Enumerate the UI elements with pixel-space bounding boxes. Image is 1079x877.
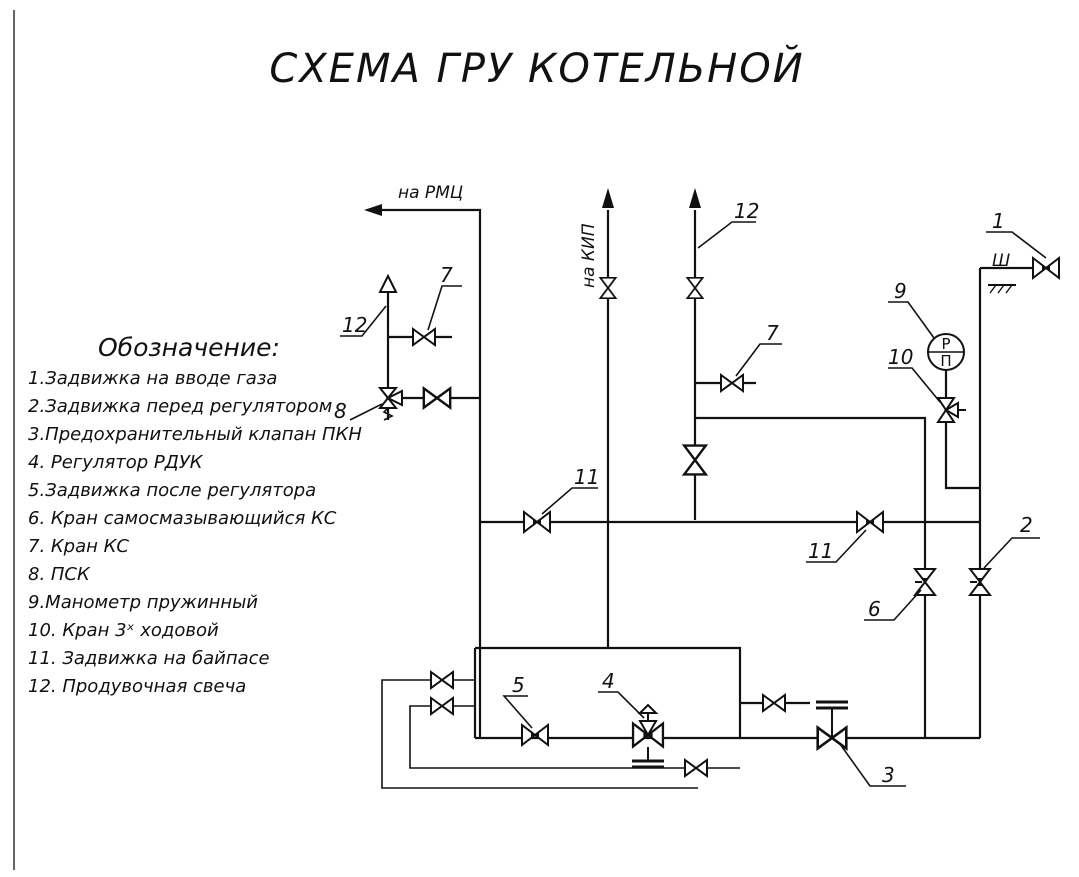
leader-9: [888, 301, 935, 339]
valve-after-regulator-icon: [521, 724, 549, 746]
legend-item-4: 4. Регулятор РДУК: [28, 452, 204, 473]
callout-2: 2: [1020, 513, 1033, 537]
pipe-purge-link: [695, 416, 927, 738]
legend-item-3: 3.Предохранительный клапан ПКН: [28, 424, 362, 445]
kc-valve-7-left-icon: [412, 328, 436, 346]
leader-12b: [340, 305, 387, 337]
valve-before-regulator-icon: [967, 568, 993, 596]
legend: Обозначение: 1.Задвижка на вводе газа 2.…: [28, 333, 362, 697]
legend-item-12: 12. Продувочная свеча: [28, 676, 246, 697]
legend-item-1: 1.Задвижка на вводе газа: [28, 368, 277, 389]
kc-valve-7-right-icon: [720, 374, 744, 392]
valves: Ш: [377, 251, 1060, 777]
labels: на РМЦ на КИП: [398, 183, 599, 288]
bypass-valve-right-icon: [856, 511, 884, 533]
manometer-icon: Р П: [927, 333, 965, 371]
callout-10: 10: [888, 345, 913, 369]
impulse-valve-top-icon: [430, 671, 454, 689]
callout-6: 6: [868, 597, 881, 621]
legend-item-2: 2.Задвижка перед регулятором: [28, 396, 332, 417]
callout-11b: 11: [808, 539, 833, 563]
callout-8: 8: [334, 399, 347, 423]
purge-candle-top-icon: [378, 273, 398, 293]
inlet-valve-icon: [1032, 257, 1060, 279]
callout-1: 1: [992, 209, 1005, 233]
leader-12a: [697, 221, 756, 249]
pkn-valve-icon: [816, 700, 848, 750]
leader-6: [864, 589, 922, 621]
impulse-valve-mid-icon: [430, 697, 454, 715]
bypass-valve-left-icon: [523, 511, 551, 533]
leader-4: [598, 691, 645, 719]
leader-5: [502, 695, 533, 729]
legend-item-10: 10. Кран 3ˣ ходовой: [28, 620, 219, 641]
leader-3: [839, 743, 906, 787]
legend-item-7: 7. Кран КС: [28, 536, 129, 557]
manometer-label-bottom: П: [940, 352, 951, 370]
leader-7b: [427, 285, 462, 331]
leader-10: [888, 367, 941, 403]
callout-12b: 12: [342, 313, 367, 337]
manometer-label-top: Р: [941, 335, 950, 353]
kip-valve-icon: [599, 276, 617, 300]
diagram-title: СХЕМА ГРУ КОТЕЛЬНОЙ: [269, 44, 804, 92]
three-way-valve-icon: [936, 397, 966, 423]
arrow-kip-icon: [602, 188, 614, 208]
regulator-rduk-icon: [631, 703, 665, 769]
arrow-purge-icon: [689, 188, 701, 208]
label-kip: на КИП: [579, 223, 599, 288]
callout-9: 9: [894, 279, 907, 303]
leader-2: [983, 537, 1040, 569]
psk-icon: [377, 387, 403, 421]
piping: [364, 188, 1060, 789]
label-rmc: на РМЦ: [398, 183, 463, 203]
wall-label: Ш: [992, 251, 1010, 271]
pipe-regulator-box: [475, 646, 742, 740]
legend-heading: Обозначение:: [98, 333, 280, 362]
leader-11b: [806, 529, 867, 563]
wall-hatch: Ш: [988, 251, 1016, 294]
callouts: 1 2 3 4 5 6 7 7 8 9 10 11 11: [334, 199, 1047, 787]
pipe-impulse-outer: [381, 679, 698, 789]
legend-item-5: 5.Задвижка после регулятора: [28, 480, 316, 501]
valve-kc-6-icon: [912, 568, 938, 596]
purge-12-valve-icon: [686, 276, 704, 300]
callout-7b: 7: [440, 263, 453, 287]
legend-item-9: 9.Манометр пружинный: [28, 592, 258, 613]
leader-1: [986, 231, 1047, 259]
callout-3: 3: [882, 763, 895, 787]
leader-8: [349, 403, 383, 421]
callout-4: 4: [602, 669, 615, 693]
impulse-valve-bottom-icon: [684, 759, 708, 777]
arrow-rmc-icon: [364, 204, 382, 216]
leader-11a: [541, 487, 598, 515]
callout-11a: 11: [574, 465, 599, 489]
pipe-manometer: [944, 370, 980, 490]
pipe-rmc-outlet: [368, 208, 482, 738]
callout-5: 5: [512, 673, 525, 697]
legend-item-8: 8. ПСК: [28, 564, 91, 585]
callout-7a: 7: [766, 321, 779, 345]
leader-7a: [735, 343, 782, 377]
legend-item-11: 11. Задвижка на байпасе: [28, 648, 270, 669]
supply-upper-valve-icon: [762, 694, 786, 712]
callout-12a: 12: [734, 199, 759, 223]
psk-line-valve-icon: [422, 387, 452, 409]
purge-valve-large-icon: [683, 444, 707, 476]
legend-item-6: 6. Кран самосмазывающийся КС: [28, 508, 337, 529]
